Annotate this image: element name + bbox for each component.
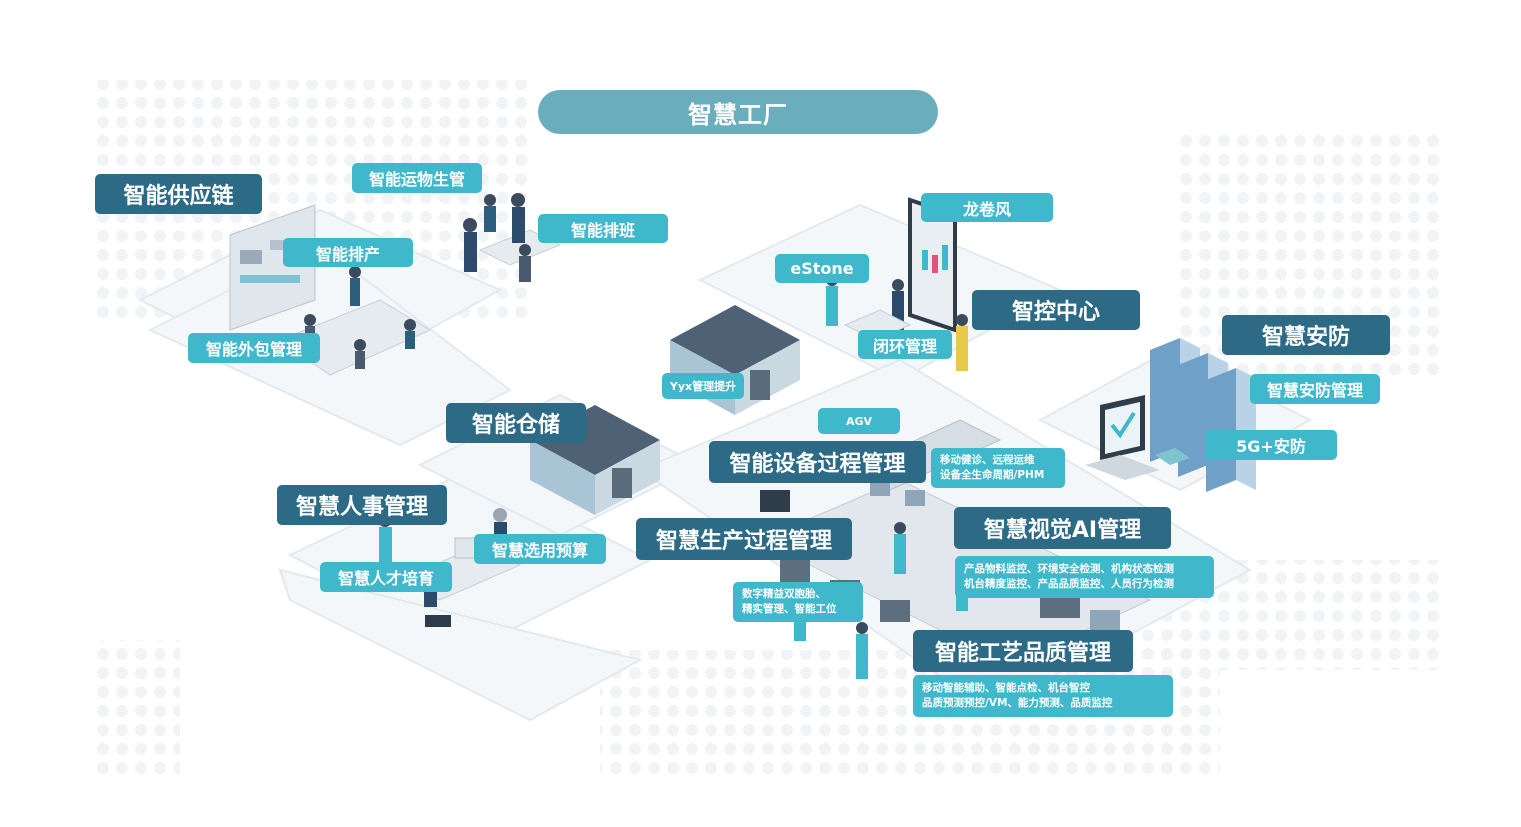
label-tornado: 龙卷风	[921, 193, 1053, 222]
label-security-mgmt: 智慧安防管理	[1250, 374, 1380, 404]
label-vision-ai: 智慧视觉AI管理	[954, 507, 1171, 549]
label-agv: AGV	[818, 408, 900, 434]
equipment-detail-line-1: 移动健诊、远程运维	[940, 454, 1035, 466]
label-security: 智慧安防	[1222, 315, 1390, 355]
label-process-quality: 智能工艺品质管理	[913, 630, 1133, 672]
process-detail-line-2: 品质预测预控/VM、能力预测、品质监控	[922, 697, 1113, 709]
label-schedule-production: 智能排产	[283, 238, 413, 267]
process-detail-line-1: 移动智能辅助、智能点检、机台智控	[922, 682, 1090, 694]
label-vision-detail: 产品物料监控、环境安全检测、机构状态检测 机台精度监控、产品品质监控、人员行为检…	[955, 556, 1214, 598]
label-transport: 智能运物生管	[352, 163, 482, 193]
label-process-detail: 移动智能辅助、智能点检、机台智控 品质预测预控/VM、能力预测、品质监控	[913, 675, 1173, 717]
label-supply-chain: 智能供应链	[95, 174, 262, 214]
label-talent: 智慧人才培育	[320, 562, 452, 592]
vision-detail-line-2: 机台精度监控、产品品质监控、人员行为检测	[964, 578, 1174, 590]
label-equipment: 智能设备过程管理	[709, 441, 926, 483]
label-hr: 智慧人事管理	[277, 485, 447, 525]
diagram-title: 智慧工厂	[538, 90, 938, 134]
label-warehouse: 智能仓储	[446, 403, 586, 443]
label-budget: 智慧选用预算	[474, 534, 606, 564]
label-production: 智慧生产过程管理	[636, 518, 852, 560]
production-detail-line-1: 数字精益双胞胎、	[742, 588, 826, 600]
label-equipment-detail: 移动健诊、远程运维 设备全生命周期/PHM	[931, 448, 1065, 488]
label-closed-loop: 闭环管理	[858, 330, 952, 359]
warehouse-buildings	[530, 305, 800, 515]
label-yyx: Yyx管理提升	[662, 373, 744, 399]
label-control-center: 智控中心	[972, 290, 1140, 330]
label-shift-schedule: 智能排班	[538, 214, 668, 243]
label-estone: eStone	[775, 254, 869, 283]
production-detail-line-2: 精实管理、智能工位	[742, 603, 837, 615]
vision-detail-line-1: 产品物料监控、环境安全检测、机构状态检测	[964, 563, 1174, 575]
equipment-detail-line-2: 设备全生命周期/PHM	[940, 469, 1045, 481]
label-production-detail: 数字精益双胞胎、 精实管理、智能工位	[733, 582, 863, 622]
label-outsource: 智能外包管理	[188, 333, 320, 363]
label-5g-security: 5G+安防	[1205, 430, 1337, 460]
